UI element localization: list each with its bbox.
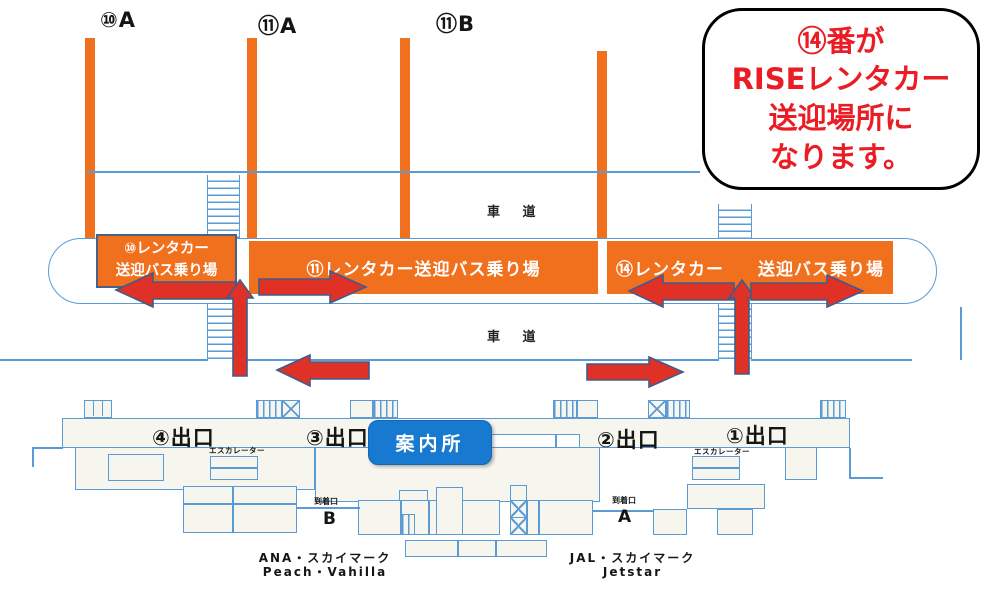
pillar-14 <box>597 51 607 241</box>
upper-road-label: 車 道 <box>487 205 545 220</box>
shuttle-stop-14: ⑭レンタカー 送迎バス乗り場 <box>607 241 893 294</box>
crosswalk-lower-right <box>718 303 752 361</box>
roof-box-plain-1 <box>350 400 373 418</box>
terminal-far-right-room <box>785 447 817 480</box>
crosswalk-upper-left <box>207 175 240 238</box>
terminal-left-room <box>108 454 164 481</box>
bubble-line-3: 送迎場所に <box>768 101 914 135</box>
mid-cluster-divider-2 <box>428 500 430 535</box>
right-step-h <box>849 477 883 479</box>
roof-box-cell-line <box>102 401 104 416</box>
pillar-10a <box>85 38 95 238</box>
airlines-right-line2: Jetstar <box>602 565 663 580</box>
arrival-a-label: 到着口 <box>612 496 636 505</box>
bubble-line-4: なります。 <box>769 139 913 174</box>
lower-left-divider-h <box>183 503 297 505</box>
corridor-a-line <box>593 510 653 512</box>
exit-4-label: ④出口 <box>152 426 215 450</box>
escalator-right-icon <box>692 456 740 480</box>
roof-box-x-1 <box>282 400 300 418</box>
terminal-lower-left-block <box>183 486 297 533</box>
info-desk: 案内所 <box>368 420 492 465</box>
bottom-strip-divider-2 <box>495 540 497 557</box>
mid-tall-room <box>436 487 463 535</box>
right-step-v <box>849 448 851 478</box>
airlines-right-line1: JAL・スカイマーク <box>569 551 696 565</box>
lower-road-line <box>0 359 912 361</box>
airlines-left-line2: Peach・Vahilla <box>262 565 388 580</box>
pillar-11a <box>247 38 257 238</box>
terminal-right-room-1 <box>653 509 687 535</box>
bubble-line-2: RISEレンタカー <box>731 62 951 97</box>
terminal-right-room-3 <box>717 509 753 535</box>
shuttle-stop-14-left: ⑭レンタカー <box>616 260 724 280</box>
stop-marker-11b: ⑪B <box>436 12 476 36</box>
arrow-right-road <box>586 355 685 389</box>
info-desk-label: 案内所 <box>395 433 465 455</box>
room-divider <box>538 500 540 535</box>
info-counter <box>490 434 580 448</box>
x-tower-top <box>510 485 527 501</box>
roof-box-cells <box>84 400 112 418</box>
bottom-strip <box>405 540 547 557</box>
roof-box-x-2 <box>648 400 666 418</box>
roof-box-striped-3 <box>553 400 577 418</box>
pillar-11b <box>400 38 410 238</box>
roof-box-striped-4 <box>666 400 690 418</box>
exit-1-label: ①出口 <box>726 424 789 448</box>
roof-box-plain-2 <box>577 400 598 418</box>
arrival-b-letter: B <box>323 509 337 529</box>
arrival-a-letter: A <box>618 507 633 527</box>
escalator-left-icon <box>210 456 258 480</box>
x-tower-cell-1 <box>510 500 527 518</box>
roof-box-striped-5 <box>820 400 846 418</box>
info-counter-divider <box>555 434 557 448</box>
stop-marker-10a: ⑩A <box>100 8 137 32</box>
road-end-line <box>960 307 962 360</box>
shuttle-stop-10-line1: ⑩レンタカー <box>124 241 209 258</box>
exit-3-label: ③出口 <box>306 426 369 450</box>
shuttle-stop-14-right: 送迎バス乗り場 <box>758 260 884 280</box>
roof-box-cell-line <box>93 401 95 416</box>
terminal-room-right-of-tower <box>527 500 593 535</box>
shuttle-stop-11-label: ⑪レンタカー送迎バス乗り場 <box>306 260 541 280</box>
mid-cluster-divider-1 <box>400 500 402 535</box>
shuttle-stop-11: ⑪レンタカー送迎バス乗り場 <box>249 241 598 294</box>
roof-box-striped-1 <box>256 400 282 418</box>
corridor-b-line <box>297 507 360 509</box>
arrival-b-label: 到着口 <box>314 497 338 506</box>
speech-bubble: ⑭番が RISEレンタカー 送迎場所に なります。 <box>702 8 980 190</box>
crosswalk-upper-right <box>718 204 752 238</box>
escalator-left-label: エスカレーター <box>209 446 265 455</box>
bottom-strip-divider-1 <box>457 540 459 557</box>
mid-cluster-striped-cell <box>401 514 415 535</box>
stop-marker-11a: ⑪A <box>258 14 298 38</box>
terminal-right-room-2 <box>687 484 765 509</box>
exit-2-label: ②出口 <box>597 428 660 452</box>
upper-road-line <box>87 171 700 173</box>
crosswalk-lower-left <box>207 303 240 361</box>
escalator-right-label: エスカレーター <box>694 447 750 456</box>
mid-upper-room <box>399 490 428 501</box>
shuttle-stop-10-line2: 送迎バス乗り場 <box>115 263 218 279</box>
airlines-right: JAL・スカイマーク Jetstar <box>550 551 715 580</box>
roof-box-striped-2 <box>373 400 398 418</box>
airlines-left-line1: ANA・スカイマーク <box>258 551 392 565</box>
lower-road-label: 車 道 <box>487 330 545 345</box>
terminal-left-step-h <box>32 447 63 449</box>
airlines-left: ANA・スカイマーク Peach・Vahilla <box>240 551 410 580</box>
bubble-line-1: ⑭番が <box>797 23 885 58</box>
terminal-left-step-v <box>32 447 34 467</box>
lower-left-divider-v <box>232 486 234 533</box>
x-tower-cell-2 <box>510 517 527 535</box>
shuttle-stop-10: ⑩レンタカー 送迎バス乗り場 <box>96 234 237 288</box>
